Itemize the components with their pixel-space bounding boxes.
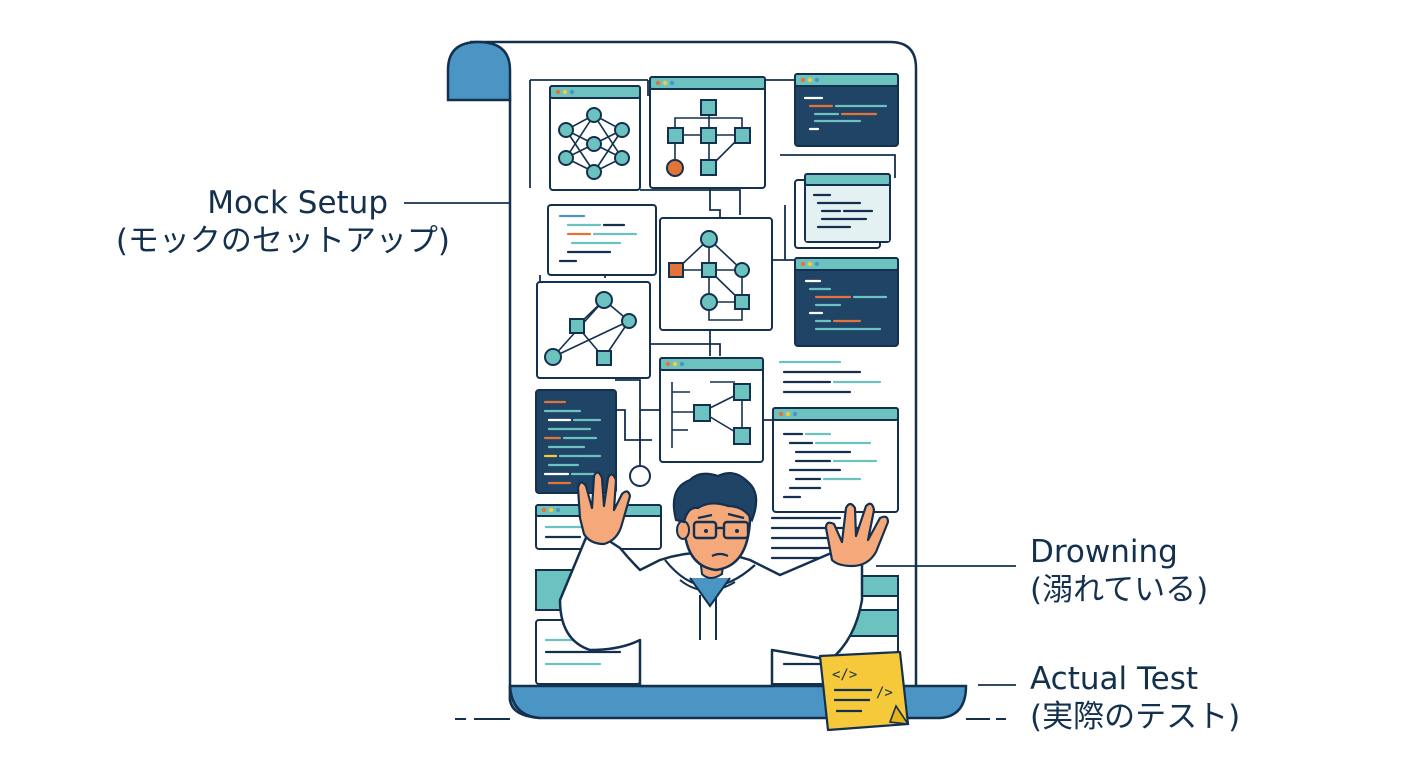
code-window-light-stack bbox=[794, 173, 891, 249]
drowning-developer bbox=[558, 471, 890, 688]
sticky-note: </> /> bbox=[818, 650, 910, 732]
neural-network-window bbox=[549, 85, 641, 191]
code-snippet-white bbox=[547, 204, 657, 276]
mock-setup-label: Mock Setup (モックのセットアップ) bbox=[100, 184, 450, 260]
actual-test-label-en: Actual Test bbox=[1030, 661, 1199, 697]
mock-setup-label-ja: (モックのセットアップ) bbox=[115, 223, 450, 259]
graph-window-center bbox=[659, 217, 773, 331]
flowchart-window bbox=[659, 357, 764, 463]
flow-graph-window bbox=[649, 76, 766, 189]
code-window-dark-1 bbox=[794, 73, 899, 147]
sticky-note-code-tag-end: /> bbox=[876, 685, 893, 701]
graph-window-left bbox=[536, 281, 651, 379]
drowning-label-ja: (溺れている) bbox=[1030, 572, 1209, 608]
drowning-label-en: Drowning bbox=[1030, 534, 1178, 570]
connector-wires bbox=[529, 79, 896, 510]
code-window-light-right bbox=[772, 407, 899, 513]
sticky-note-code-tag: </> bbox=[832, 667, 857, 683]
connector-node bbox=[629, 465, 651, 487]
code-window-dark-3 bbox=[535, 389, 617, 494]
actual-test-label: Actual Test (実際のテスト) bbox=[1030, 660, 1330, 736]
actual-test-label-ja: (実際のテスト) bbox=[1030, 699, 1241, 735]
code-window-dark-2 bbox=[794, 257, 899, 347]
drowning-label: Drowning (溺れている) bbox=[1030, 533, 1290, 609]
mock-setup-label-en: Mock Setup bbox=[207, 185, 388, 221]
